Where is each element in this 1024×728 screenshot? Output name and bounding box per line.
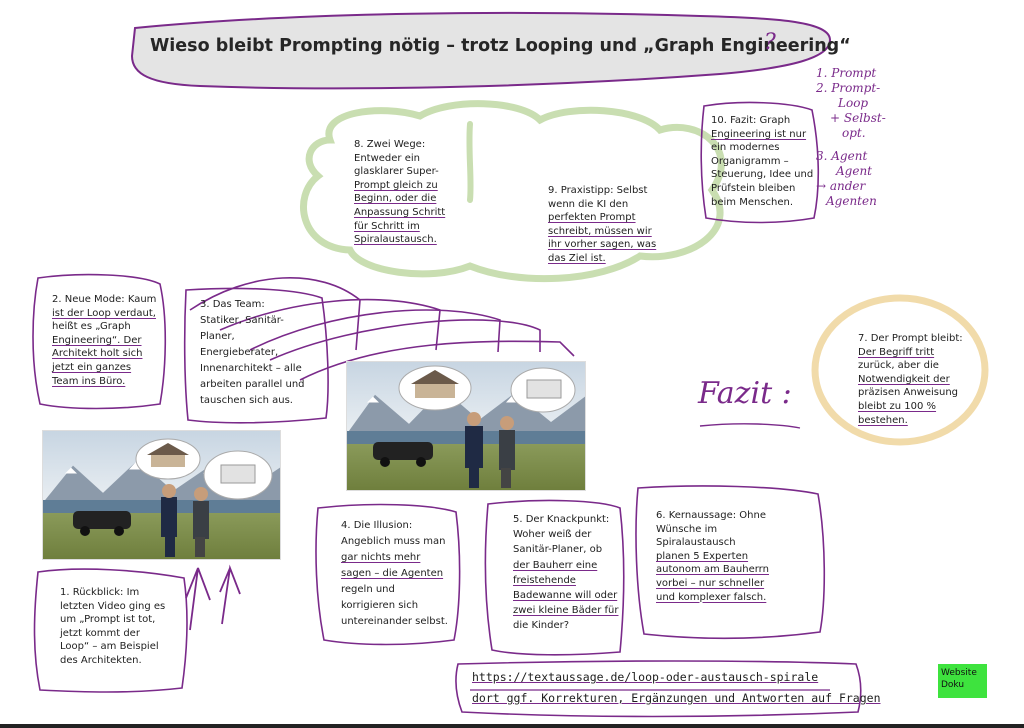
- arrow-up-1: [185, 567, 211, 631]
- footer-link[interactable]: https://textaussage.de/loop-oder-austaus…: [472, 670, 819, 684]
- footer-note: dort ggf. Korrekturen, Ergänzungen und A…: [472, 691, 881, 705]
- page-title: Wieso bleibt Prompting nötig – trotz Loo…: [150, 36, 851, 56]
- title-question-mark: ?: [764, 30, 776, 55]
- green-cloud-inner: [466, 121, 474, 203]
- website-doku-button[interactable]: Website Doku: [938, 664, 987, 698]
- title-text: Wieso bleibt Prompting nötig – trotz Loo…: [150, 36, 851, 56]
- handwritten-side-list: 1. Prompt 2. Prompt- Loop + Selbst- opt.…: [816, 66, 886, 208]
- fazit-underline: [699, 423, 801, 429]
- note-3-team: 3. Das Team:Statiker, Sanitär-Planer,Ene…: [200, 299, 305, 406]
- architect-photo-left: [42, 430, 281, 560]
- architect-photo-center: [346, 361, 586, 491]
- handwritten-fazit: Fazit :: [698, 376, 792, 411]
- bottom-border: [0, 724, 1024, 728]
- arrow-up-2: [219, 564, 241, 625]
